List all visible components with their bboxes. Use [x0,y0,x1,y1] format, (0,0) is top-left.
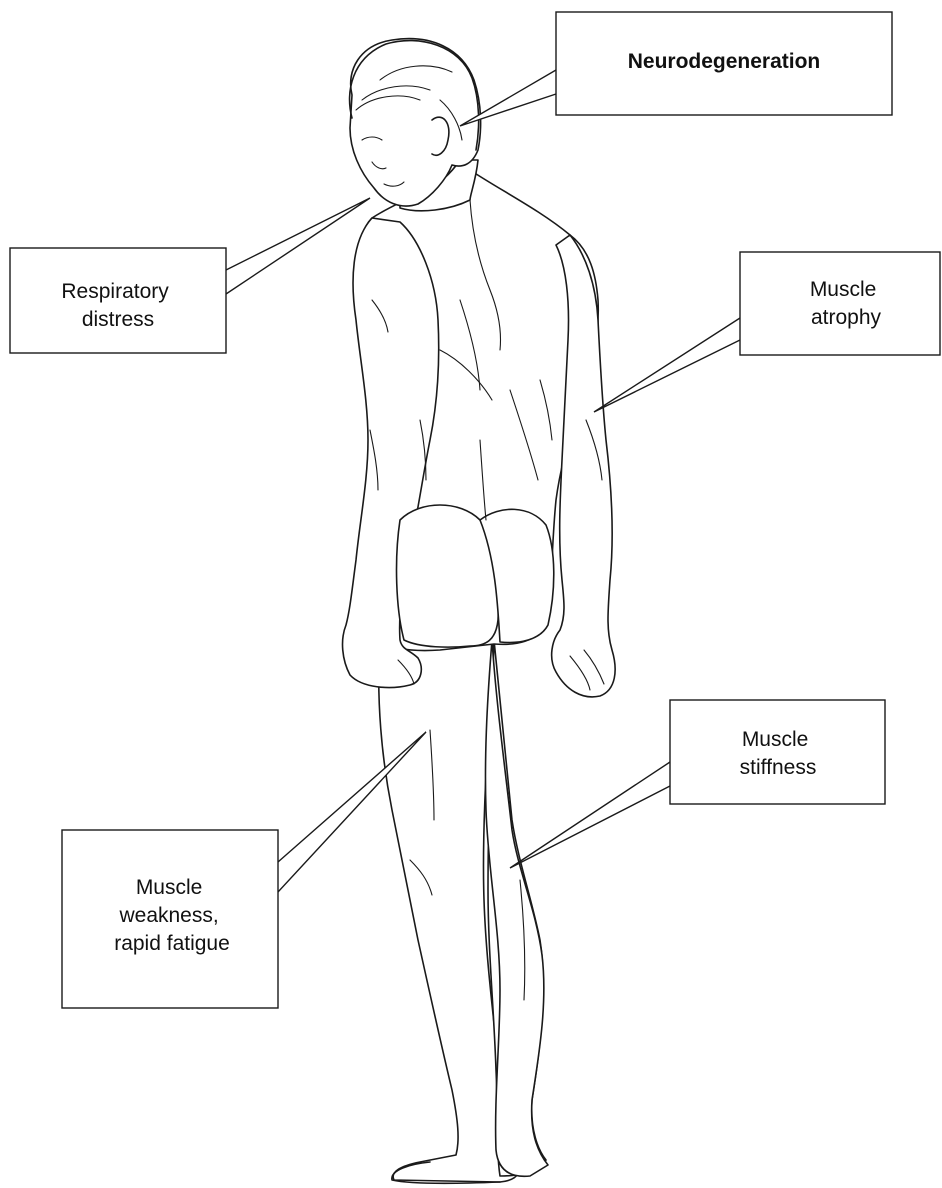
callout-weakness: Muscle weakness, rapid fatigue [62,732,426,1008]
pointer-respiratory [226,198,370,294]
box-atrophy [740,252,940,355]
label-neurodegeneration: Neurodegeneration [628,50,821,73]
pointer-stiffness [510,762,670,868]
pointer-atrophy [594,318,740,412]
box-stiffness [670,700,885,804]
callout-neurodegeneration: Neurodegeneration [460,12,892,126]
callout-atrophy: Muscle atrophy [594,252,940,412]
callout-stiffness: Muscle stiffness [510,700,885,868]
human-figure [343,39,616,1184]
callout-respiratory: Respiratory distress [10,198,370,353]
